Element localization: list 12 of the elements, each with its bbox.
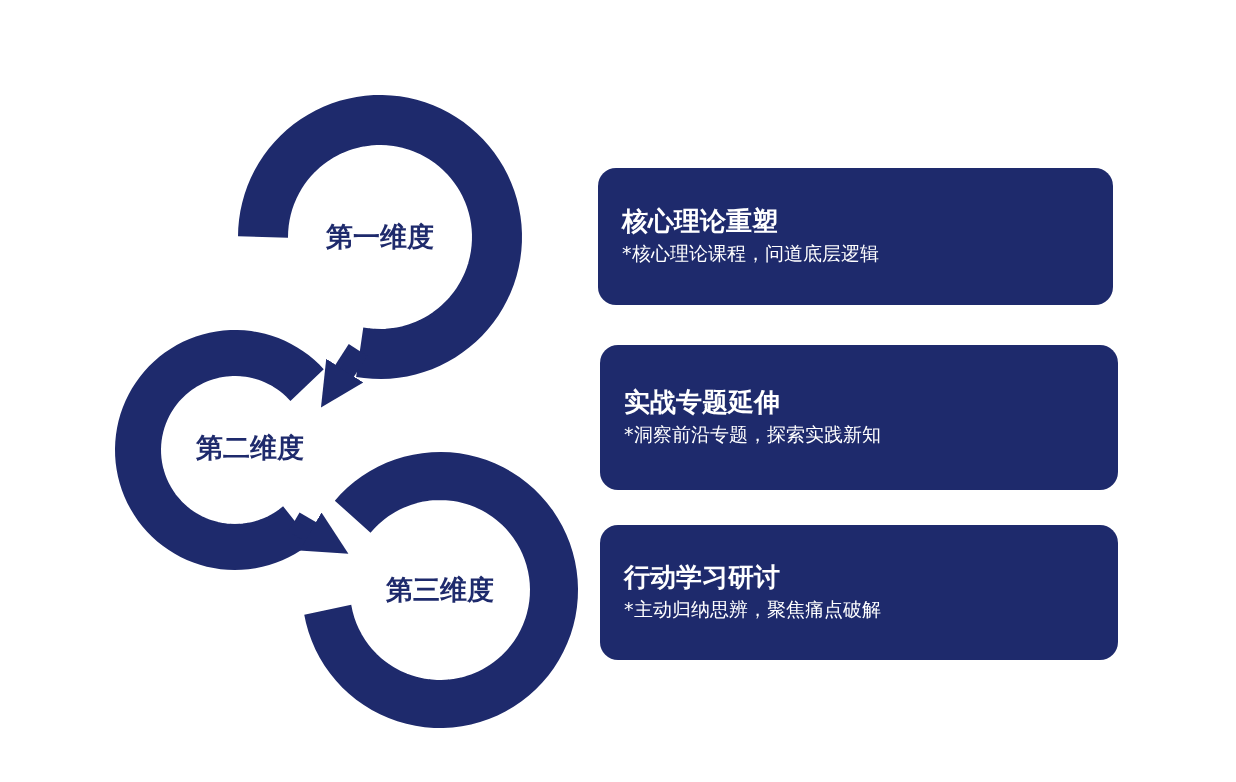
card-description: *核心理论课程，问道底层逻辑: [622, 241, 880, 267]
card-description: *主动归纳思辨，聚焦痛点破解: [624, 597, 882, 623]
info-card: [598, 168, 1113, 305]
card-title: 核心理论重塑: [622, 205, 779, 239]
ring-label: 第二维度: [196, 431, 304, 465]
ring-label: 第一维度: [326, 220, 434, 254]
ring-label: 第三维度: [386, 573, 494, 607]
card-title: 实战专题延伸: [624, 386, 781, 420]
info-card: [600, 525, 1118, 660]
card-title: 行动学习研讨: [624, 561, 781, 595]
info-card: [600, 345, 1118, 490]
card-description: *洞察前沿专题，探索实践新知: [624, 422, 882, 448]
